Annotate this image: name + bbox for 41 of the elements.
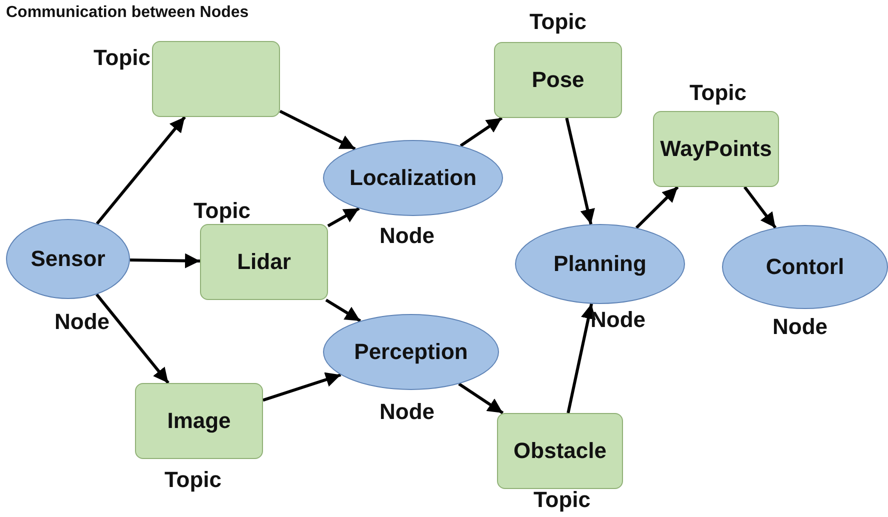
arrow xyxy=(325,298,362,322)
topic-box xyxy=(152,41,280,117)
arrow xyxy=(743,186,777,229)
diagram-title: Communication between Nodes xyxy=(6,4,249,22)
node-label: WayPoints xyxy=(660,136,772,162)
arrow xyxy=(130,253,200,268)
node-label: Sensor xyxy=(30,246,106,272)
arrow xyxy=(96,294,170,384)
topic-box xyxy=(494,42,622,118)
arrow xyxy=(635,186,679,229)
arrow xyxy=(458,382,504,414)
node-caption: Topic xyxy=(529,9,587,35)
node-caption: Topic xyxy=(93,45,151,71)
arrow xyxy=(96,116,186,225)
node-caption: Topic xyxy=(193,198,251,224)
topic-box xyxy=(653,111,779,187)
node-label: Contorl xyxy=(766,254,844,280)
node-caption: Node xyxy=(380,223,434,249)
node-caption: Node xyxy=(772,314,828,340)
topic-box xyxy=(497,413,623,489)
node-label: Obstacle xyxy=(514,438,606,464)
node-label: Perception xyxy=(354,339,468,365)
topic-box xyxy=(200,224,328,300)
arrow xyxy=(566,303,596,414)
arrow xyxy=(279,110,356,150)
node-caption: Topic xyxy=(533,487,591,513)
node-caption: Topic xyxy=(689,80,747,106)
arrow xyxy=(327,207,360,228)
arrow xyxy=(460,116,503,148)
node-label: Image xyxy=(167,408,231,434)
node-caption: Node xyxy=(54,309,110,335)
node-caption: Node xyxy=(380,399,434,425)
arrow xyxy=(565,118,595,225)
node-label: Pose xyxy=(532,67,584,93)
node-caption: Topic xyxy=(164,467,222,493)
topic-box xyxy=(135,383,263,459)
node-caption: Node xyxy=(590,307,646,333)
node-label: Localization xyxy=(349,165,477,191)
node-label: Planning xyxy=(554,251,646,277)
arrow xyxy=(262,372,342,402)
node-label: Lidar xyxy=(237,249,291,275)
